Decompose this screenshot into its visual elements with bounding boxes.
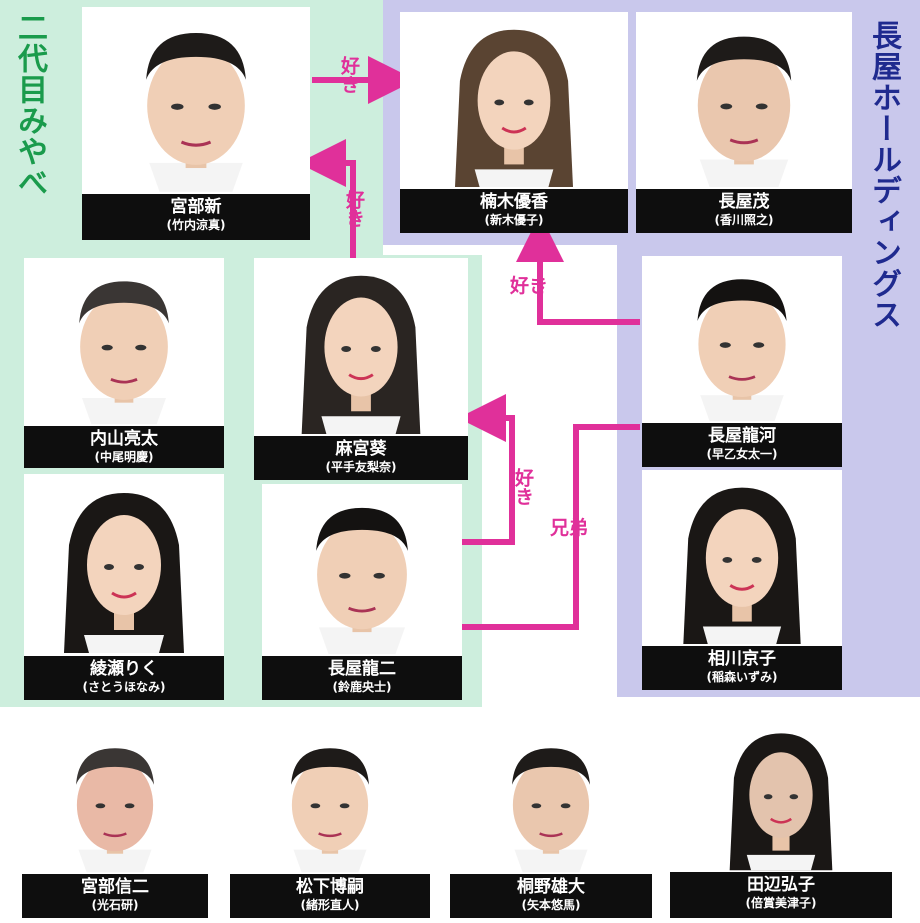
actor-name: (中尾明慶) — [94, 450, 154, 464]
actor-name: (鈴鹿央士) — [332, 680, 392, 694]
portrait-kusunoki-yuka — [400, 12, 628, 189]
nameplate-ayase-riku: 綾瀬りく (さとうほなみ) — [24, 656, 224, 700]
portrait-nagaya-shigeru — [636, 12, 852, 189]
portrait-nagaya-ryuga — [642, 256, 842, 423]
group-label-nidaime-miyabe: 二代目みやべ — [12, 12, 47, 198]
role-name: 麻宮葵 — [335, 439, 387, 459]
actor-name: (緒形直人) — [300, 898, 360, 912]
nameplate-kirino-yudai: 桐野雄大 (矢本悠馬) — [450, 874, 652, 918]
portrait-matsushita-hirotsugu — [230, 728, 430, 874]
nameplate-nagaya-ryuga: 長屋龍河 (早乙女太一) — [642, 423, 842, 467]
character-card-ayase-riku[interactable]: 綾瀬りく (さとうほなみ) — [24, 474, 224, 700]
actor-name: (さとうほなみ) — [82, 680, 166, 694]
actor-name: (新木優子) — [484, 213, 544, 227]
nameplate-aikawa-kyoko: 相川京子 (稲森いずみ) — [642, 646, 842, 690]
actor-name: (平手友梨奈) — [325, 460, 397, 474]
portrait-aikawa-kyoko — [642, 470, 842, 646]
nameplate-miyabe-arata: 宮部新 (竹内涼真) — [82, 194, 310, 240]
portrait-uchiyama-ryota — [24, 258, 224, 426]
actor-name: (稲森いずみ) — [706, 670, 778, 684]
character-card-miyabe-arata[interactable]: 宮部新 (竹内涼真) — [82, 7, 310, 240]
nameplate-asamiya-aoi: 麻宮葵 (平手友梨奈) — [254, 436, 468, 480]
character-card-nagaya-ryuji[interactable]: 長屋龍二 (鈴鹿央士) — [262, 484, 462, 700]
portrait-asamiya-aoi — [254, 258, 468, 436]
actor-name: (光石研) — [91, 898, 139, 912]
character-card-asamiya-aoi[interactable]: 麻宮葵 (平手友梨奈) — [254, 258, 468, 480]
role-name: 内山亮太 — [90, 429, 158, 449]
role-name: 長屋龍二 — [328, 659, 396, 679]
actor-name: (香川照之) — [714, 213, 774, 227]
portrait-tanabe-hiroko — [670, 718, 892, 872]
character-card-tanabe-hiroko[interactable]: 田辺弘子 (倍賞美津子) — [670, 718, 892, 918]
role-name: 松下博嗣 — [296, 877, 364, 897]
nameplate-nagaya-ryuji: 長屋龍二 (鈴鹿央士) — [262, 656, 462, 700]
actor-name: (早乙女太一) — [706, 447, 778, 461]
role-name: 楠木優香 — [480, 192, 548, 212]
actor-name: (竹内涼真) — [166, 218, 226, 232]
role-name: 綾瀬りく — [90, 659, 158, 679]
portrait-kirino-yudai — [450, 728, 652, 874]
role-name: 宮部新 — [170, 197, 222, 217]
portrait-nagaya-ryuji — [262, 484, 462, 656]
actor-name: (倍賞美津子) — [745, 896, 817, 910]
character-card-kusunoki-yuka[interactable]: 楠木優香 (新木優子) — [400, 12, 628, 233]
relation-label-ryuga-to-yuka: 好き — [510, 275, 549, 297]
portrait-ayase-riku — [24, 474, 224, 656]
role-name: 宮部信二 — [81, 877, 149, 897]
nameplate-kusunoki-yuka: 楠木優香 (新木優子) — [400, 189, 628, 233]
nameplate-uchiyama-ryota: 内山亮太 (中尾明慶) — [24, 426, 224, 468]
portrait-miyabe-arata — [82, 7, 310, 194]
relation-label-ryuji-ryuga-brothers: 兄弟 — [550, 517, 589, 539]
character-card-aikawa-kyoko[interactable]: 相川京子 (稲森いずみ) — [642, 470, 842, 690]
nameplate-nagaya-shigeru: 長屋茂 (香川照之) — [636, 189, 852, 233]
actor-name: (矢本悠馬) — [521, 898, 581, 912]
relation-label-aoi-to-arata: 好き — [343, 190, 365, 228]
character-card-kirino-yudai[interactable]: 桐野雄大 (矢本悠馬) — [450, 728, 652, 918]
character-card-nagaya-shigeru[interactable]: 長屋茂 (香川照之) — [636, 12, 852, 233]
character-card-uchiyama-ryota[interactable]: 内山亮太 (中尾明慶) — [24, 258, 224, 468]
character-card-matsushita-hirotsugu[interactable]: 松下博嗣 (緒形直人) — [230, 728, 430, 918]
role-name: 長屋龍河 — [708, 426, 776, 446]
role-name: 相川京子 — [708, 649, 776, 669]
portrait-miyabe-shinji — [22, 728, 208, 874]
relation-label-arata-to-yuka: 好き — [338, 56, 360, 94]
nameplate-miyabe-shinji: 宮部信二 (光石研) — [22, 874, 208, 918]
nameplate-tanabe-hiroko: 田辺弘子 (倍賞美津子) — [670, 872, 892, 918]
role-name: 長屋茂 — [718, 192, 770, 212]
role-name: 桐野雄大 — [517, 877, 585, 897]
role-name: 田辺弘子 — [747, 875, 815, 895]
nameplate-matsushita-hirotsugu: 松下博嗣 (緒形直人) — [230, 874, 430, 918]
relation-label-ryuji-to-aoi: 好き — [512, 468, 534, 506]
character-card-nagaya-ryuga[interactable]: 長屋龍河 (早乙女太一) — [642, 256, 842, 467]
group-label-nagaya-holdings: 長屋ホールディングス — [866, 20, 901, 330]
character-card-miyabe-shinji[interactable]: 宮部信二 (光石研) — [22, 728, 208, 918]
